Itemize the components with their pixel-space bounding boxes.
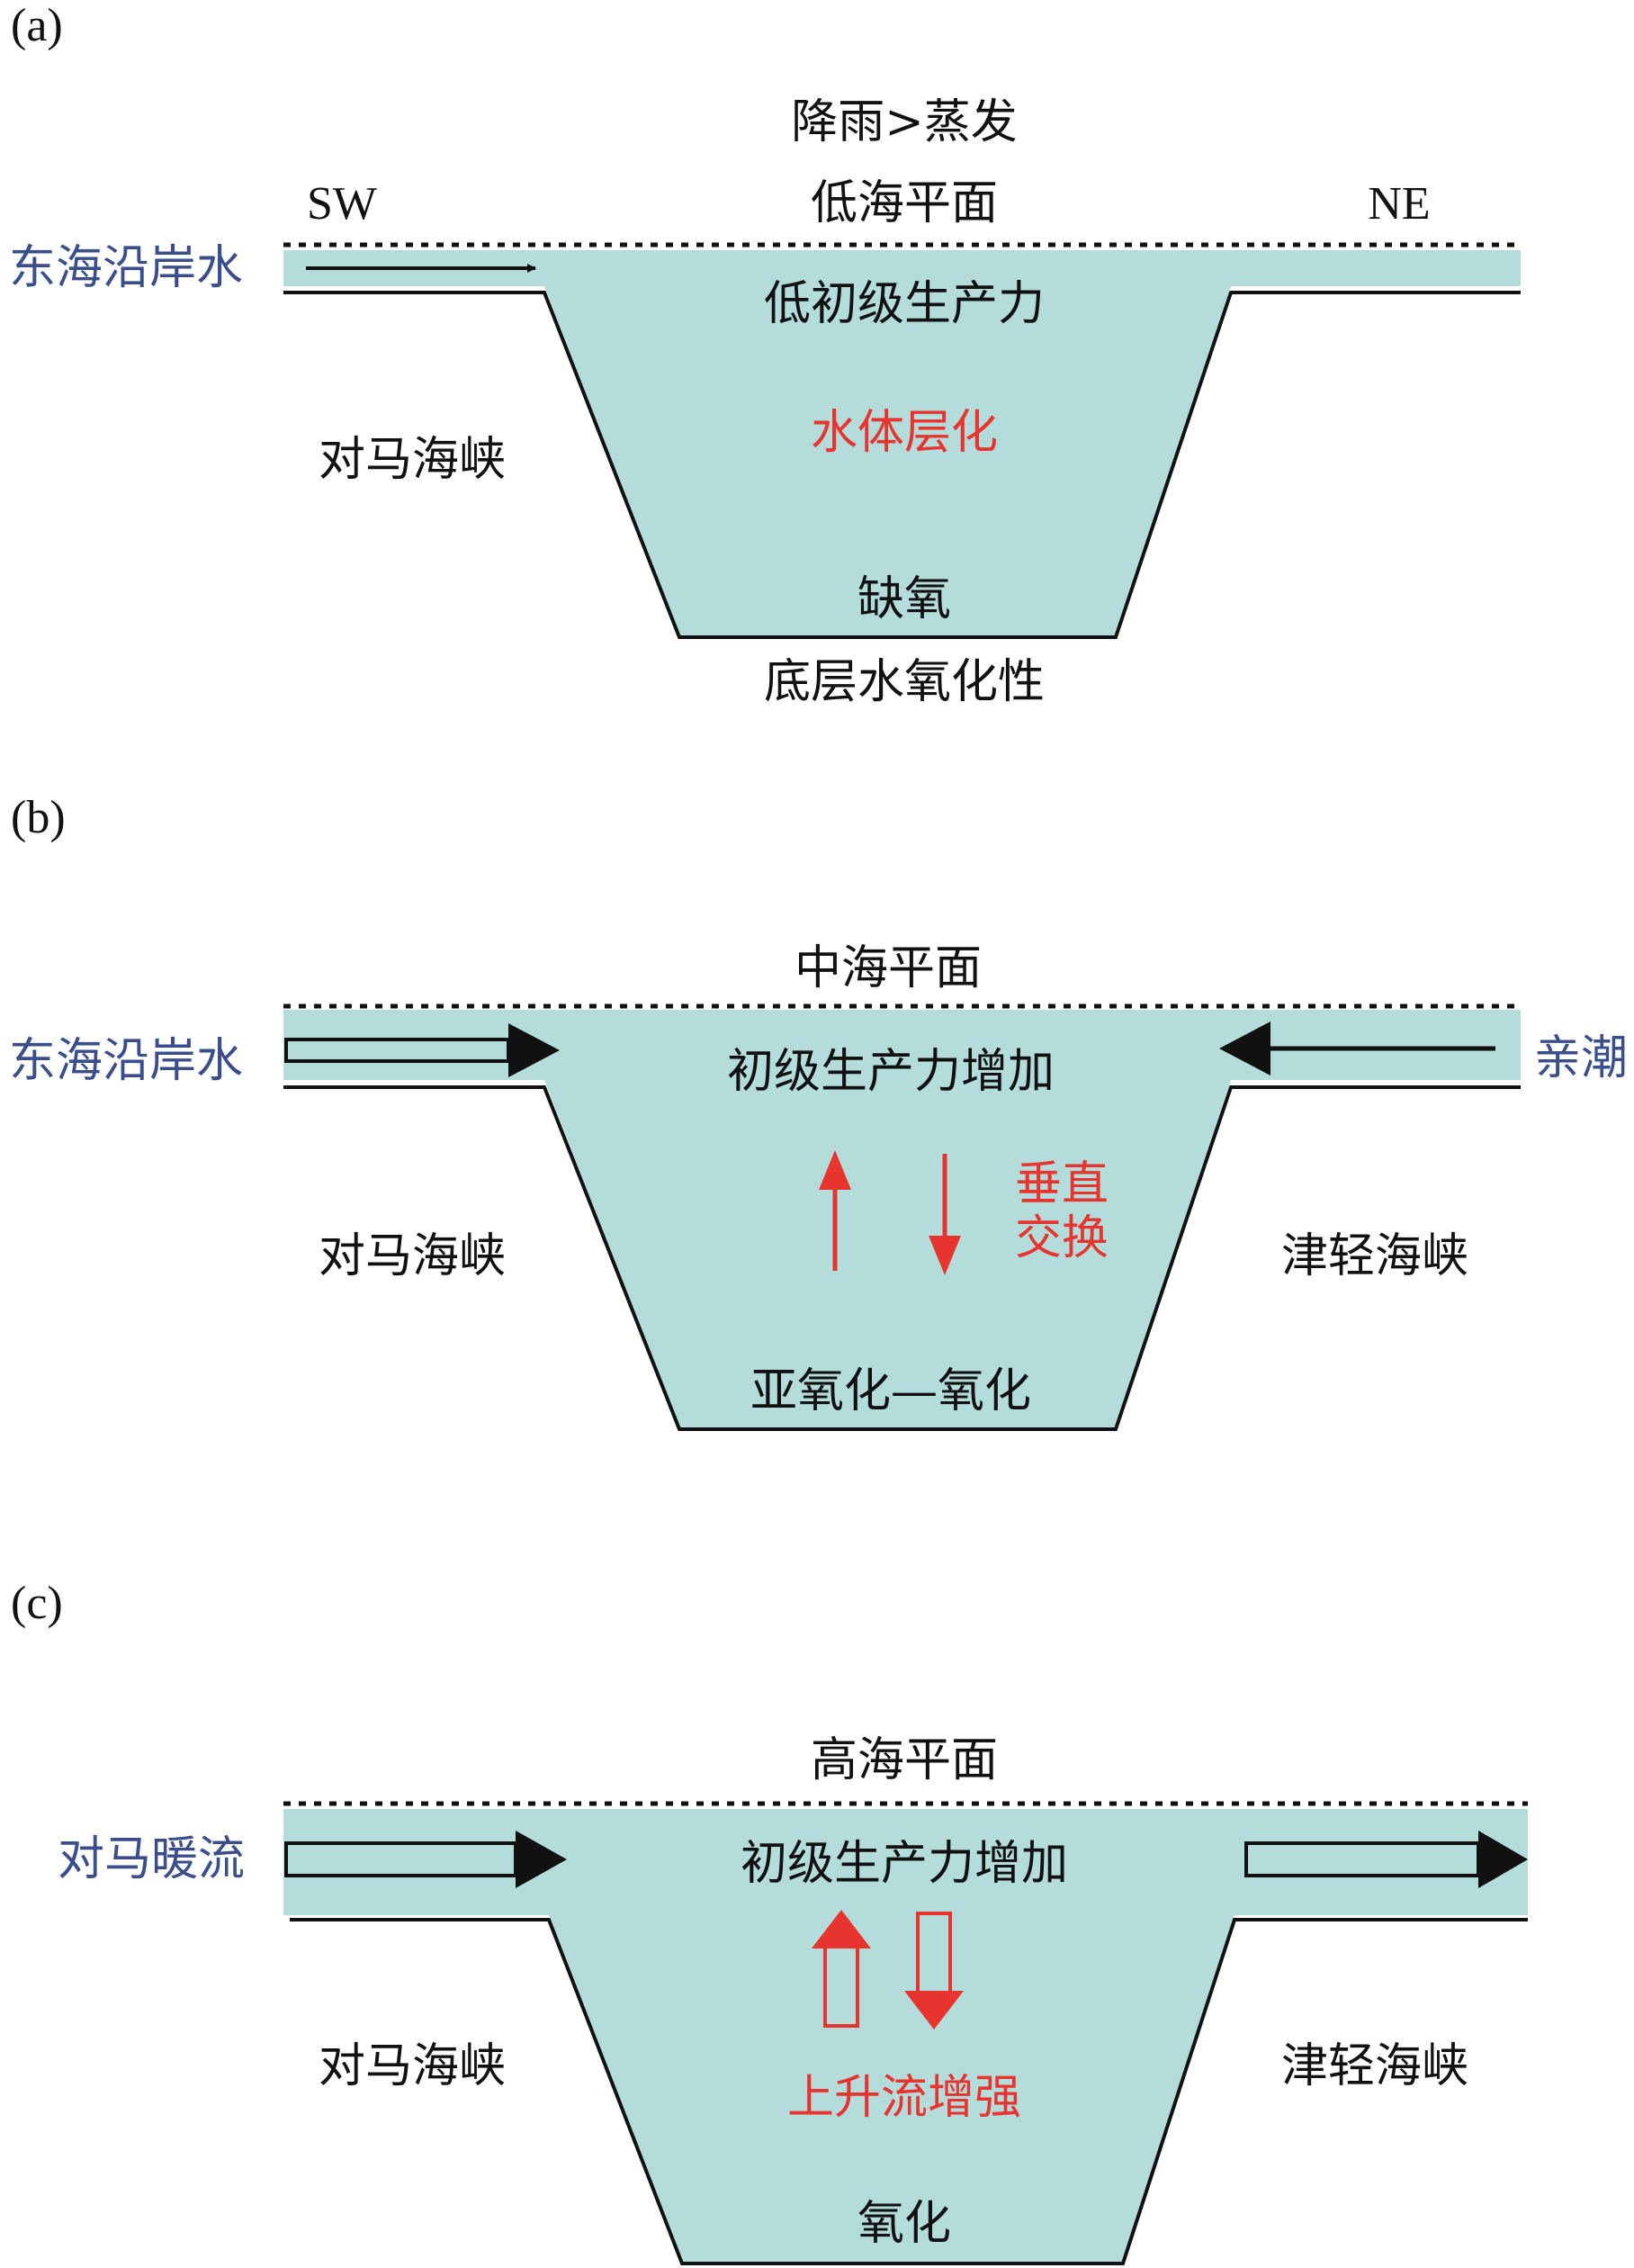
panel-b-right-current-arrow — [1219, 1022, 1495, 1076]
panel-a-middle-label: 水体层化 — [811, 406, 998, 460]
panel-a-direction-ne: NE — [1368, 178, 1430, 230]
panel-b-surface-label: 初级生产力增加 — [727, 1045, 1055, 1099]
panel-c-surface-label: 初级生产力增加 — [741, 1837, 1068, 1891]
panel-b-bottom-label: 亚氧化—氧化 — [750, 1364, 1031, 1418]
panel-c-downward-hollow-arrow — [904, 1912, 964, 2030]
panel-b-exchange-label-line2: 交换 — [1015, 1211, 1109, 1265]
panel-a-left-current-label: 东海沿岸水 — [9, 241, 243, 295]
panel-b-seafloor — [283, 1085, 1521, 1431]
panel-c-left-current-label: 对马暖流 — [58, 1832, 245, 1886]
panel-a-seafloor — [283, 291, 1521, 639]
panel-a-tag: (a) — [11, 0, 63, 51]
panel-a-precipitation-note: 降雨>蒸发 — [791, 95, 1018, 149]
panel-b-sea-level-label: 中海平面 — [795, 941, 982, 995]
panel-a-bottom-label: 缺氧 — [857, 572, 951, 626]
panel-a-water-body — [283, 250, 1521, 637]
panel-c-seafloor — [290, 1918, 1528, 2265]
panel-b-left-current-arrow — [284, 1023, 560, 1077]
panel-c-left-current-arrow — [284, 1831, 567, 1888]
panel-c-sea-level-label: 高海平面 — [811, 1733, 998, 1787]
panel-c-left-strait-label: 对马海峡 — [319, 2039, 506, 2093]
panel-a-sea-level-label: 低海平面 — [811, 176, 998, 230]
panel-c-right-current-arrow — [1244, 1831, 1528, 1888]
panel-c-middle-label: 上升流增强 — [787, 2071, 1021, 2125]
panel-b-downward-arrow — [929, 1154, 961, 1275]
panel-a-surface-label: 低初级生产力 — [764, 277, 1045, 331]
panel-b: (b) 中海平面 东海沿岸水 亲潮 初级生产力增加 垂直 交换 对马海峡 — [9, 792, 1628, 1431]
panel-c: (c) 高海平面 对马暖流 初级生产力增加 对马海峡 津轻海峡 上升流增强 氧化 — [11, 1578, 1528, 2265]
panel-b-water-body — [283, 1010, 1521, 1429]
panel-b-exchange-label-line1: 垂直 — [1015, 1157, 1109, 1211]
panel-b-left-strait-label: 对马海峡 — [319, 1229, 506, 1283]
panel-c-upward-hollow-arrow — [812, 1910, 871, 2028]
panel-a: (a) 降雨>蒸发 SW 低海平面 NE 东海沿岸水 低初级生产力 水体层化 对… — [9, 0, 1521, 709]
panel-a-below-label: 底层水氧化性 — [764, 655, 1045, 709]
panel-b-right-strait-label: 津轻海峡 — [1281, 1229, 1468, 1283]
panel-c-bottom-label: 氧化 — [857, 2197, 951, 2251]
panel-a-direction-sw: SW — [307, 178, 377, 230]
panel-a-left-strait-label: 对马海峡 — [319, 433, 506, 487]
panel-b-left-current-label: 东海沿岸水 — [9, 1034, 243, 1088]
panel-c-right-strait-label: 津轻海峡 — [1281, 2039, 1468, 2093]
panel-b-tag: (b) — [11, 792, 66, 843]
panel-c-tag: (c) — [11, 1578, 63, 1629]
panel-b-right-current-label: 亲潮 — [1534, 1031, 1628, 1085]
panel-c-water-body — [283, 1809, 1528, 2264]
panel-b-upward-arrow — [819, 1150, 851, 1271]
